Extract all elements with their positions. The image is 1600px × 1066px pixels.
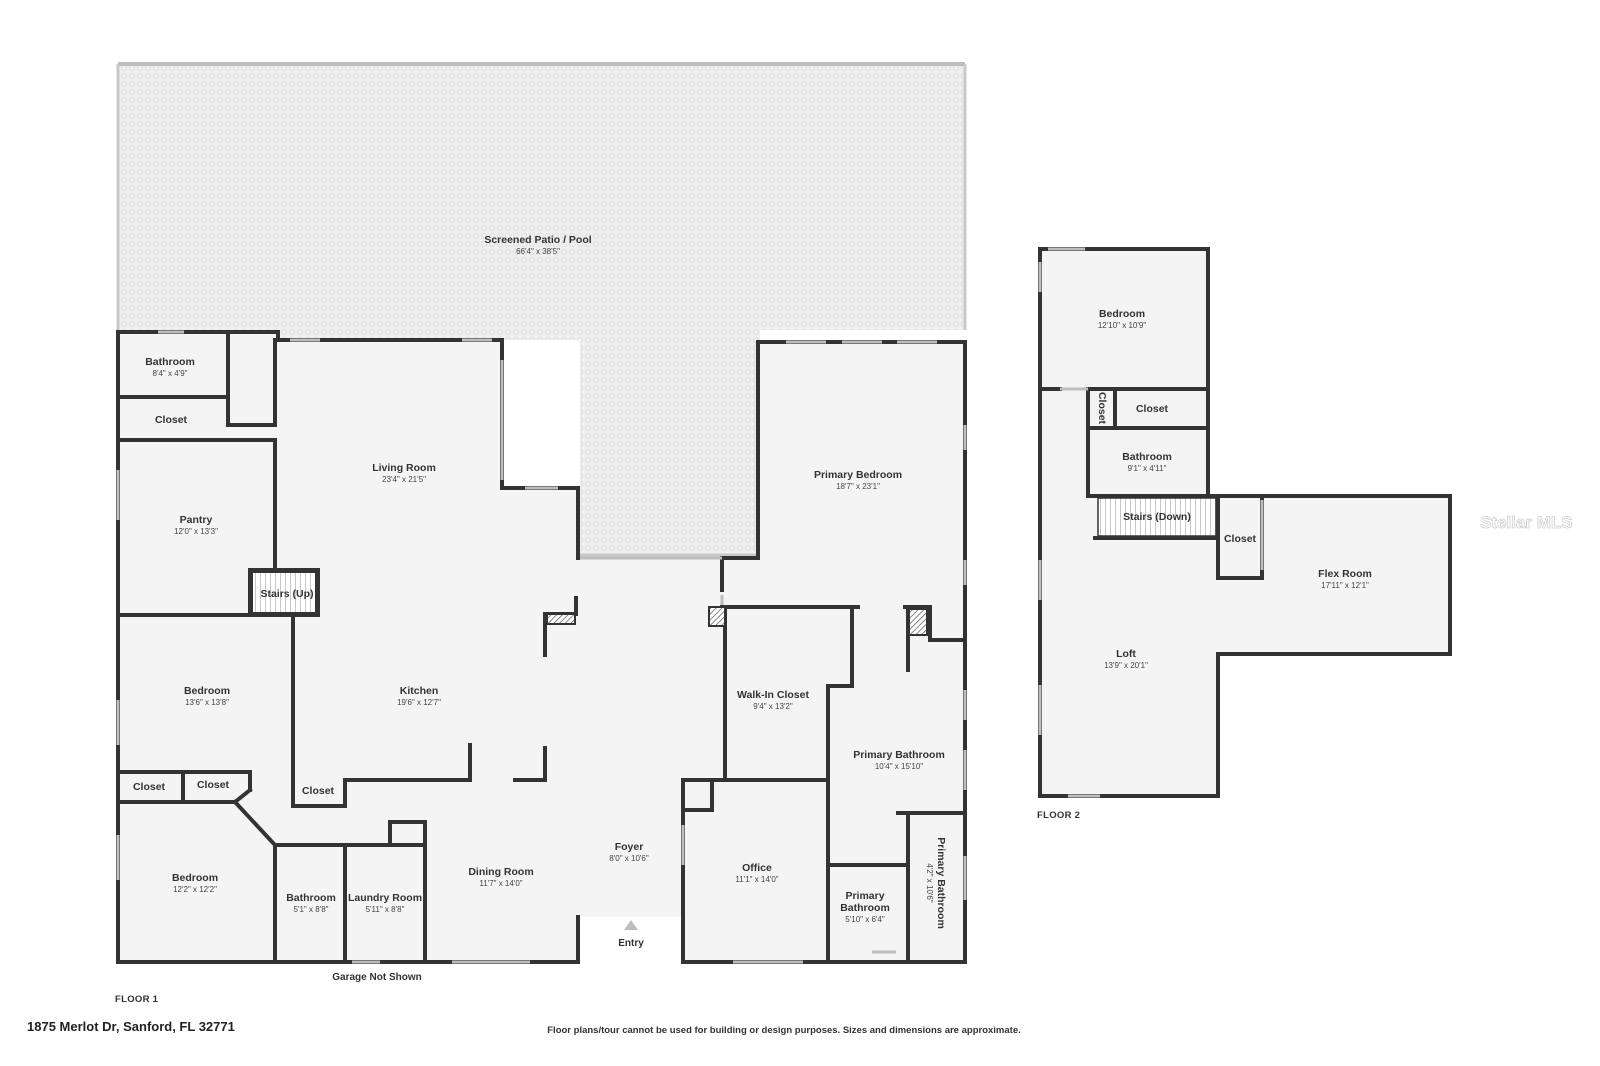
room-name: Loft: [1116, 648, 1136, 660]
entry-arrow-icon: [624, 920, 638, 930]
room-name: Primary Bathroom: [935, 837, 947, 929]
room-dim: 66'4" x 38'5": [516, 247, 560, 256]
floor-2-label: FLOOR 2: [1037, 810, 1080, 821]
interior-walls-floor-2: [1038, 387, 1264, 580]
room-name: Kitchen: [400, 685, 439, 697]
room-dim: 13'6" x 13'8": [185, 698, 229, 707]
room-name: Closet: [133, 781, 166, 793]
room-name: Closet: [155, 414, 188, 426]
room-dim: 5'11" x 8'8": [366, 905, 405, 914]
room-labels-floor-1: Screened Patio / Pool 66'4" x 38'5" Bath…: [133, 234, 947, 983]
room-dim: 11'1" x 14'0": [735, 875, 778, 884]
room-dim: 4'2" x 10'6": [925, 863, 934, 903]
room-dim: 9'4" x 13'2": [753, 702, 793, 711]
room-name: Bedroom: [172, 872, 218, 884]
room-dim: 12'10" x 10'9": [1098, 321, 1146, 330]
garage-note: Garage Not Shown: [332, 972, 421, 983]
room-name: Bedroom: [1099, 308, 1145, 320]
room-name: Bathroom: [1122, 451, 1172, 463]
room-dim: 11'7" x 14'0": [479, 879, 522, 888]
room-name: Bathroom: [145, 356, 195, 368]
stairs-down: [1097, 497, 1217, 537]
watermark: Stellar MLS: [1480, 513, 1573, 532]
floor-1-plan: Screened Patio / Pool 66'4" x 38'5" Bath…: [115, 62, 967, 1005]
room-name: Closet: [1136, 403, 1169, 415]
room-name: Office: [742, 862, 772, 874]
room-dim: 5'1" x 8'8": [294, 905, 329, 914]
room-dim: 13'9" x 20'1": [1104, 661, 1148, 670]
room-name: Closet: [197, 779, 230, 791]
interior-walls: [116, 330, 967, 964]
room-dim: 18'7" x 23'1": [836, 482, 880, 491]
entry-label: Entry: [618, 938, 644, 949]
room-name: Laundry Room: [348, 892, 422, 904]
room-dim: 8'0" x 10'6": [609, 854, 649, 863]
room-name: Living Room: [372, 462, 436, 474]
room-name: Walk-In Closet: [737, 689, 809, 701]
room-dim: 9'1" x 4'11": [1128, 464, 1167, 473]
house-floor-2: [1040, 249, 1450, 796]
windows-floor-2: [1038, 247, 1264, 798]
room-dim: 8'4" x 4'9": [153, 369, 188, 378]
room-name: Primary: [845, 890, 884, 902]
room-dim: 23'4" x 21'5": [382, 475, 426, 484]
room-dim: 19'6" x 12'7": [397, 698, 441, 707]
floor-2-plan: Bedroom 12'10" x 10'9" Closet Closet Bat…: [1037, 247, 1452, 821]
room-name: Flex Room: [1318, 568, 1372, 580]
disclaimer: Floor plans/tour cannot be used for buil…: [547, 1025, 1021, 1036]
room-dim: 12'2" x 12'2": [173, 885, 217, 894]
room-name: Closet: [1096, 392, 1108, 425]
room-name: Closet: [302, 785, 335, 797]
floor-1-label: FLOOR 1: [115, 994, 159, 1005]
patio-area: [116, 62, 967, 557]
property-address: 1875 Merlot Dr, Sanford, FL 32771: [27, 1019, 235, 1034]
stairs-up: [251, 571, 317, 614]
room-dim: 17'11" x 12'1": [1321, 581, 1369, 590]
room-name: Stairs (Up): [260, 588, 313, 600]
room-name: Bedroom: [184, 685, 230, 697]
room-name: Pantry: [180, 514, 213, 526]
room-dim: 5'10" x 6'4": [845, 915, 885, 924]
room-name: Foyer: [615, 841, 644, 853]
room-name: Primary Bathroom: [853, 749, 945, 761]
room-dim: 10'4" x 15'10": [875, 762, 923, 771]
room-name: Closet: [1224, 533, 1257, 545]
room-dim: 12'0" x 13'3": [174, 527, 218, 536]
room-name: Dining Room: [468, 866, 533, 878]
room-name: Bathroom: [840, 902, 890, 914]
room-name: Stairs (Down): [1123, 511, 1191, 523]
room-name: Primary Bedroom: [814, 469, 902, 481]
windows-floor-1: [116, 330, 967, 964]
room-name: Screened Patio / Pool: [484, 234, 591, 246]
room-name: Bathroom: [286, 892, 336, 904]
room-labels-floor-2: Bedroom 12'10" x 10'9" Closet Closet Bat…: [1096, 308, 1372, 670]
